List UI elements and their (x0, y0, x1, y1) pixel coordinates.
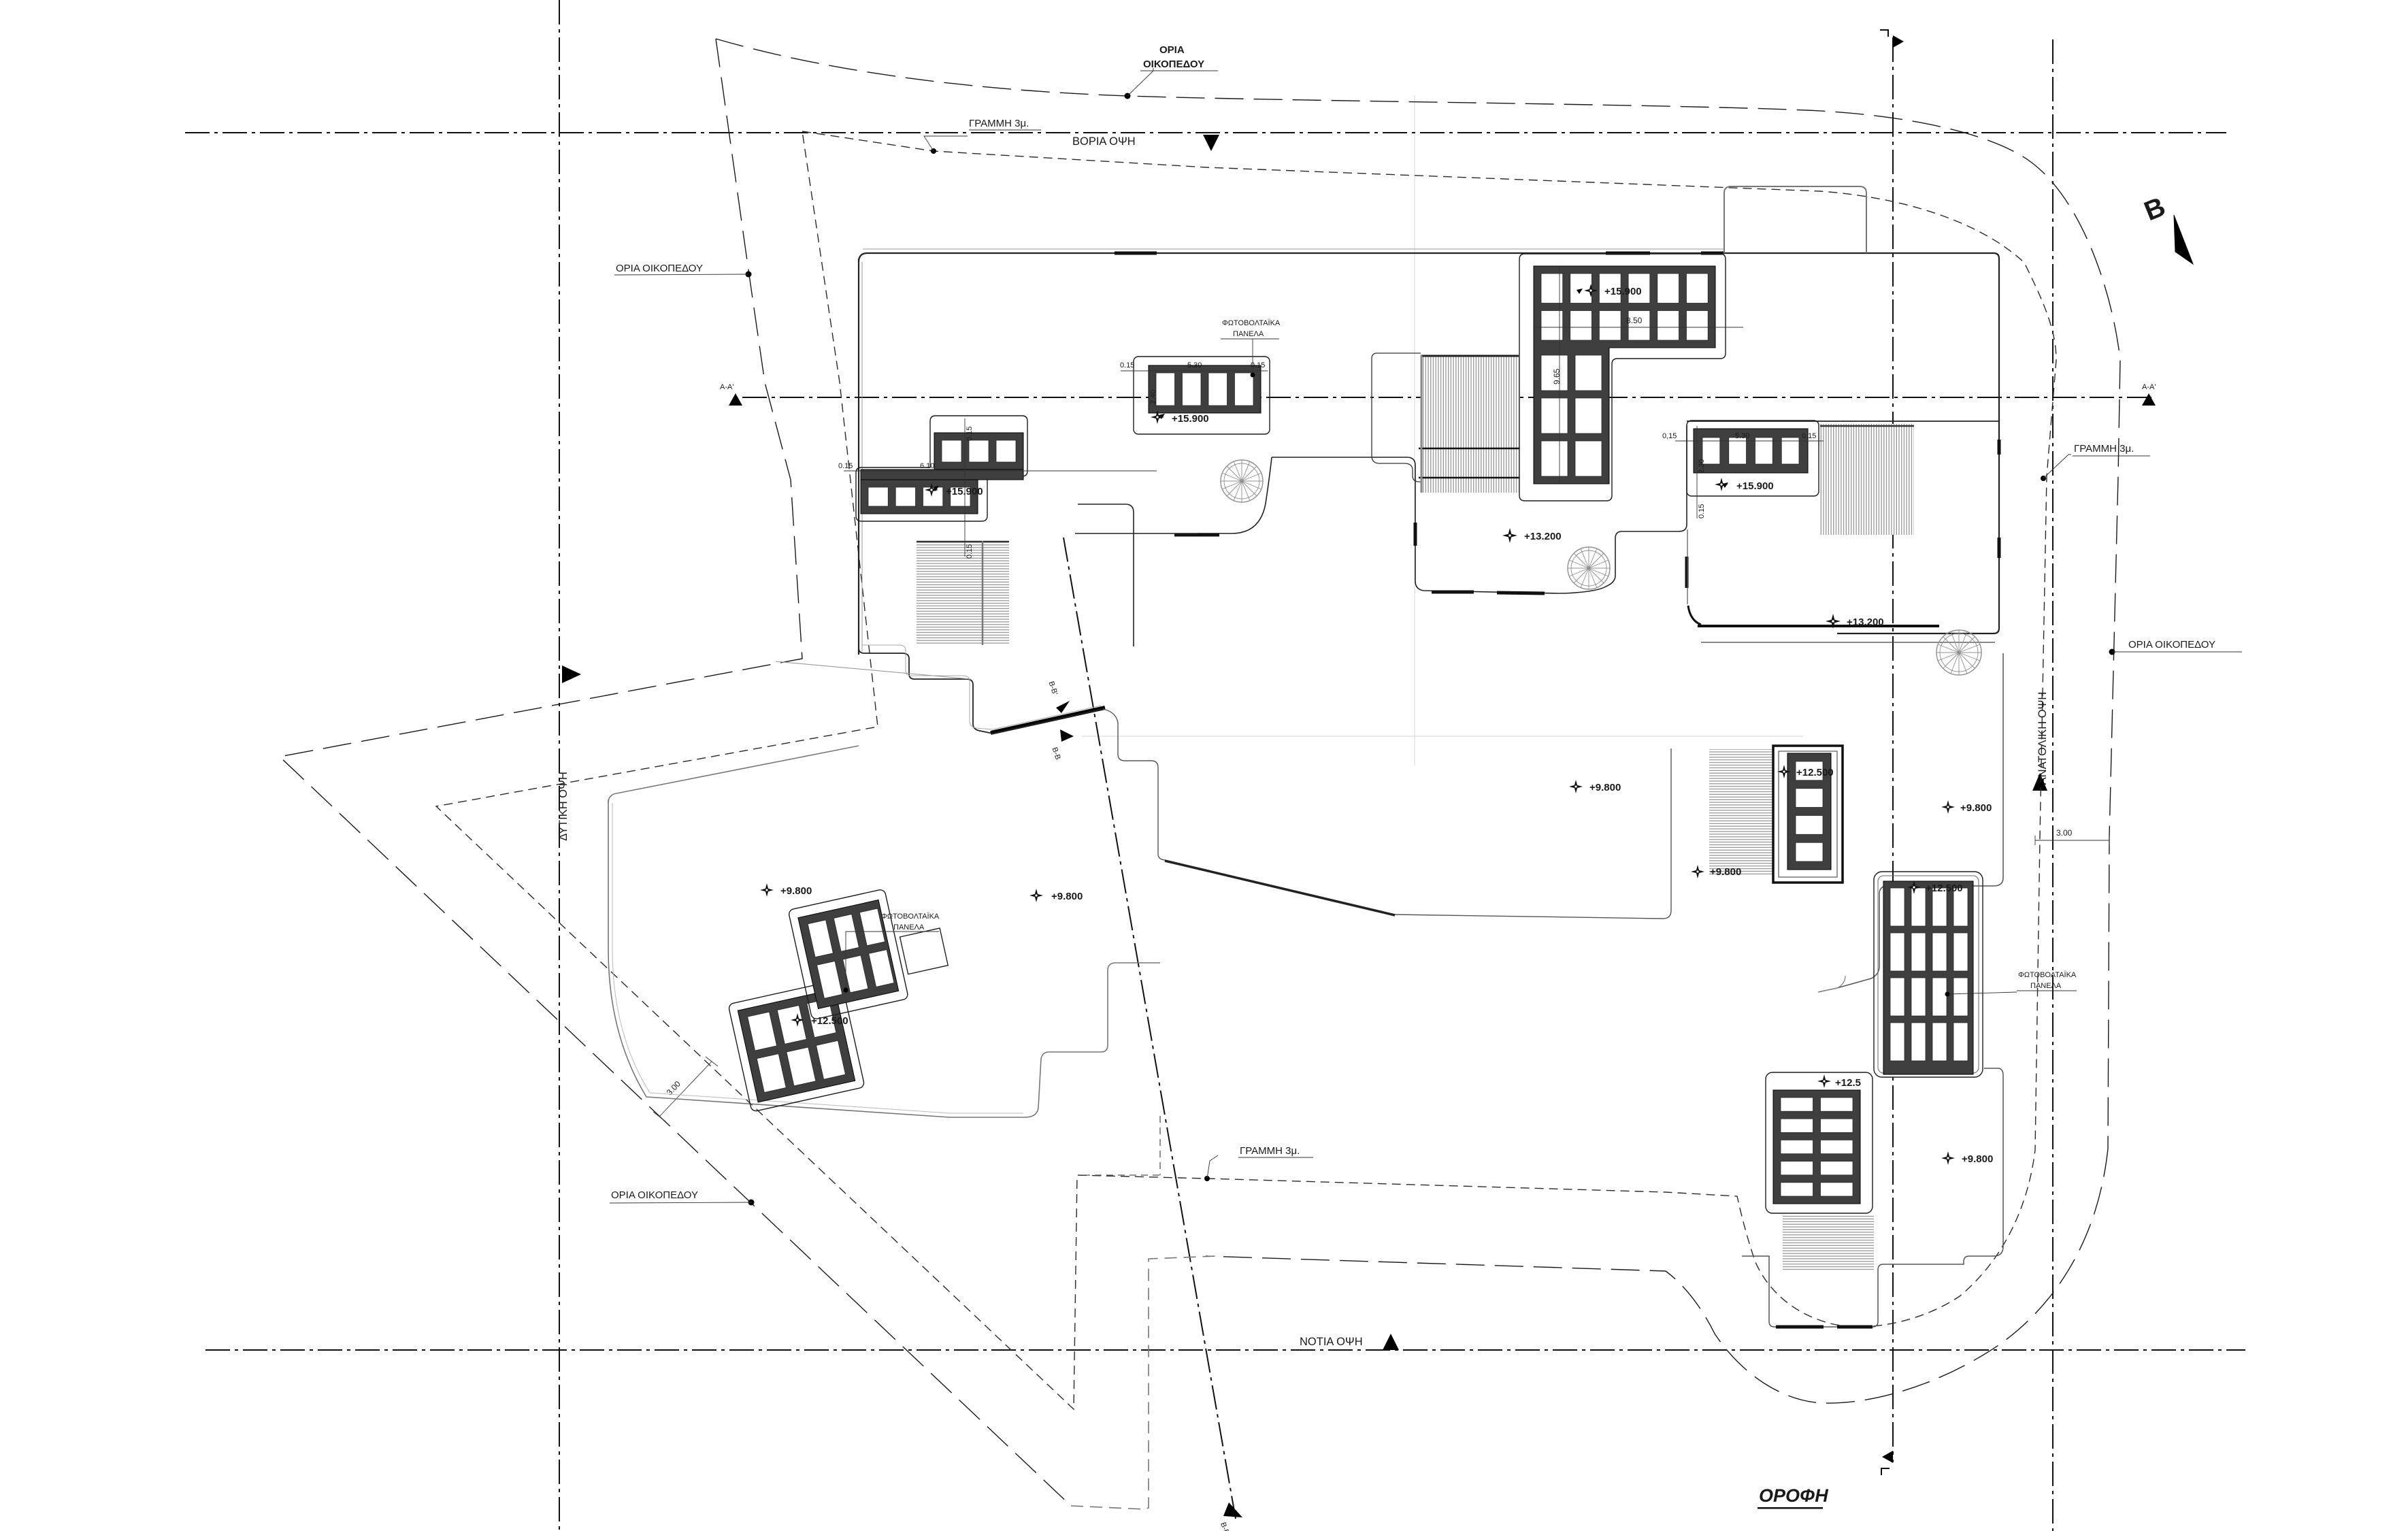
svg-text:+9.800: +9.800 (1960, 802, 1992, 814)
svg-text:Β-Β: Β-Β (1219, 1521, 1231, 1531)
svg-text:ΠΑΝΕΛΑ: ΠΑΝΕΛΑ (1233, 330, 1264, 338)
svg-text:2.30: 2.30 (1698, 459, 1706, 474)
svg-text:+13.200: +13.200 (1524, 531, 1562, 542)
svg-text:9.65: 9.65 (1552, 368, 1562, 384)
svg-text:5.30: 5.30 (1735, 432, 1749, 440)
svg-text:ΟΡΙΑ ΟΙΚΟΠΕΔΟΥ: ΟΡΙΑ ΟΙΚΟΠΕΔΟΥ (616, 263, 703, 274)
svg-text:+15.900: +15.900 (946, 486, 983, 497)
svg-text:+15.900: +15.900 (1172, 413, 1209, 425)
svg-text:+9.800: +9.800 (1051, 891, 1083, 902)
svg-text:3.00: 3.00 (2056, 828, 2073, 838)
svg-text:+9.800: +9.800 (1589, 782, 1621, 793)
svg-text:ΠΑΝΕΛΑ: ΠΑΝΕΛΑ (2030, 982, 2062, 990)
svg-text:ΦΩΤΟΒΟΛΤΑΪΚΑ: ΦΩΤΟΒΟΛΤΑΪΚΑ (1222, 319, 1281, 327)
svg-text:ΟΡΙΑ ΟΙΚΟΠΕΔΟΥ: ΟΡΙΑ ΟΙΚΟΠΕΔΟΥ (2128, 639, 2215, 651)
svg-text:+9.800: +9.800 (780, 885, 812, 897)
svg-text:ΓΡΑΜΜΗ 3μ.: ΓΡΑΜΜΗ 3μ. (1240, 1145, 1300, 1157)
svg-text:ΓΡΑΜΜΗ 3μ.: ΓΡΑΜΜΗ 3μ. (2074, 443, 2134, 455)
svg-text:+9.800: +9.800 (1710, 866, 1741, 878)
svg-text:ΓΡΑΜΜΗ 3μ.: ΓΡΑΜΜΗ 3μ. (969, 118, 1029, 129)
svg-text:+12.500: +12.500 (1796, 767, 1834, 778)
svg-text:0.15: 0.15 (966, 427, 974, 441)
svg-text:0.15: 0.15 (966, 544, 974, 559)
svg-text:+15.900: +15.900 (1604, 286, 1642, 297)
svg-text:ΑΝΑΤΟΛΙΚΗ ΟΨΗ: ΑΝΑΤΟΛΙΚΗ ΟΨΗ (2036, 692, 2049, 785)
svg-text:0.15: 0.15 (838, 462, 853, 470)
svg-text:ΔΥΤΙΚΗ ΟΨΗ: ΔΥΤΙΚΗ ΟΨΗ (557, 772, 570, 841)
svg-text:ΟΡΟΦΗ: ΟΡΟΦΗ (1759, 1485, 1828, 1506)
svg-text:ΝΟΤΙΑ ΟΨΗ: ΝΟΤΙΑ ΟΨΗ (1300, 1336, 1363, 1348)
svg-text:+13.200: +13.200 (1847, 616, 1884, 628)
svg-text:ΦΩΤΟΒΟΛΤΑΪΚΑ: ΦΩΤΟΒΟΛΤΑΪΚΑ (881, 912, 940, 921)
svg-text:0.15: 0.15 (1802, 432, 1816, 440)
svg-text:0.15: 0.15 (1698, 504, 1706, 518)
svg-text:8.50: 8.50 (1626, 316, 1643, 325)
svg-text:ΠΑΝΕΛΑ: ΠΑΝΕΛΑ (893, 923, 925, 932)
svg-text:ΟΡΙΑ: ΟΡΙΑ (1159, 44, 1185, 56)
svg-text:Β-Β: Β-Β (1051, 746, 1062, 761)
svg-text:0.15: 0.15 (1120, 361, 1134, 369)
svg-text:5.30: 5.30 (1187, 361, 1202, 369)
svg-text:ΒΟΡΙΑ ΟΨΗ: ΒΟΡΙΑ ΟΨΗ (1072, 135, 1136, 148)
svg-text:+9.800: +9.800 (1962, 1153, 1993, 1165)
svg-text:+12.500: +12.500 (811, 1015, 848, 1027)
svg-text:ΟΡΙΑ ΟΙΚΟΠΕΔΟΥ: ΟΡΙΑ ΟΙΚΟΠΕΔΟΥ (611, 1189, 698, 1201)
svg-text:Α-Α': Α-Α' (720, 383, 733, 391)
svg-text:2.40: 2.40 (1149, 390, 1157, 404)
svg-text:0.15: 0.15 (1251, 361, 1265, 369)
svg-text:ΦΩΤΟΒΟΛΤΑΪΚΑ: ΦΩΤΟΒΟΛΤΑΪΚΑ (2018, 971, 2077, 979)
svg-text:0,15: 0,15 (1662, 432, 1677, 440)
svg-text:Α-Α': Α-Α' (2142, 383, 2156, 391)
svg-text:6.10: 6.10 (920, 462, 934, 470)
svg-text:+15.900: +15.900 (1736, 480, 1774, 492)
svg-text:+12.500: +12.500 (1926, 883, 1963, 894)
svg-text:+12.5: +12.5 (1835, 1077, 1861, 1089)
svg-text:ΟΙΚΟΠΕΔΟΥ: ΟΙΚΟΠΕΔΟΥ (1143, 59, 1204, 70)
